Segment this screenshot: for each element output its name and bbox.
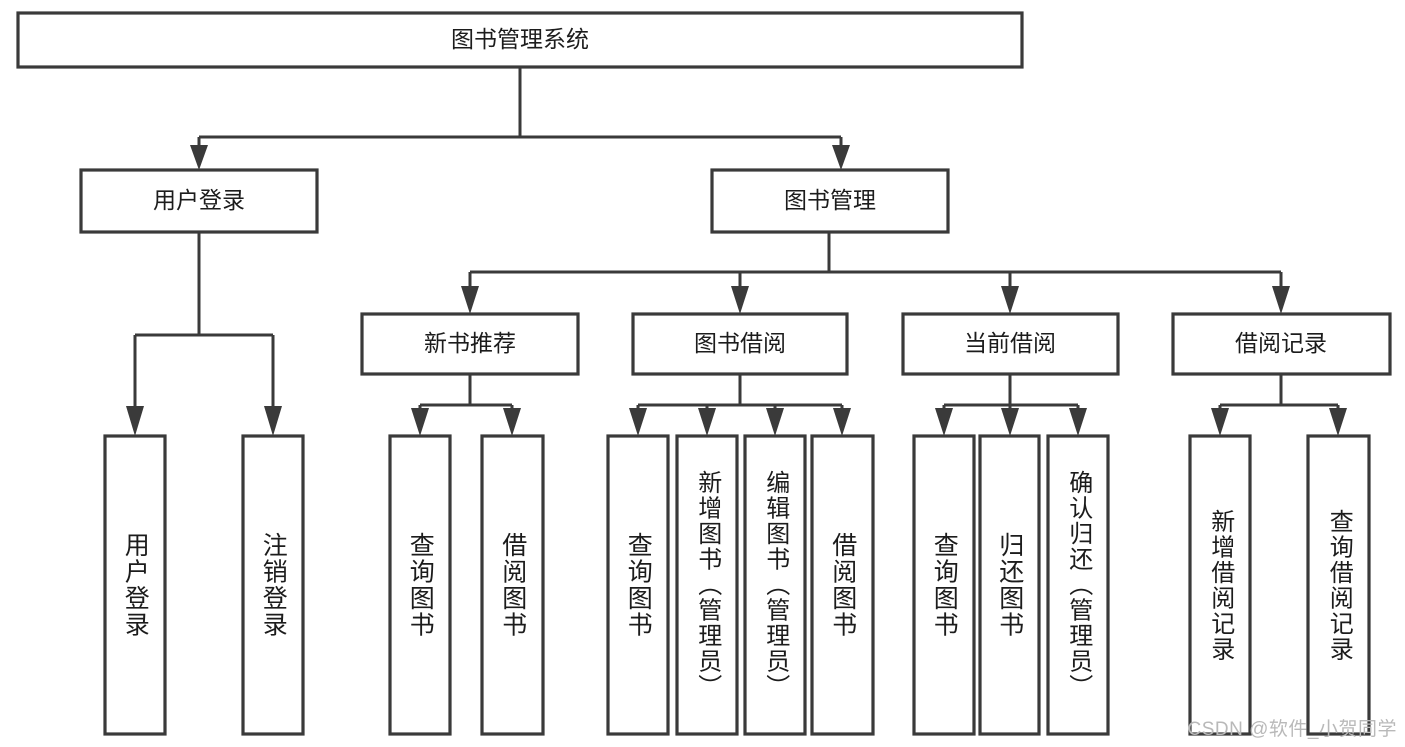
leaf-rect-query-book-3[interactable] — [912, 434, 976, 736]
leaf-rect-user-login[interactable] — [103, 434, 167, 736]
node-current-borrow-label: 当前借阅 — [964, 330, 1056, 356]
watermark: CSDN @软件_小贺同学 — [1187, 719, 1397, 740]
leaf-rect-borrow-book-2[interactable] — [810, 434, 875, 736]
node-book-management-label: 图书管理 — [784, 187, 876, 213]
leaf-rect-query-record[interactable] — [1306, 434, 1371, 736]
connector-newbook-to-leaves — [411, 374, 521, 436]
node-book-borrow[interactable]: 图书借阅 — [631, 312, 849, 376]
connector-bookborrow-to-leaves — [629, 374, 851, 436]
node-user-login-label: 用户登录 — [153, 187, 245, 213]
leaf-rect-confirm-return[interactable] — [1046, 434, 1110, 736]
leaf-rect-query-book-1[interactable] — [388, 434, 452, 736]
node-new-book-recommend-label: 新书推荐 — [424, 330, 516, 356]
connector-userlogin-to-leaves — [126, 232, 282, 436]
leaf-rects — [103, 434, 1371, 736]
connector-bookmgmt-to-level3 — [461, 232, 1290, 314]
connector-borrowrecord-to-leaves — [1211, 374, 1347, 436]
leaf-rect-logout[interactable] — [241, 434, 305, 736]
leaf-rect-borrow-book-1[interactable] — [480, 434, 545, 736]
node-new-book-recommend[interactable]: 新书推荐 — [360, 312, 580, 376]
leaf-rect-query-book-2[interactable] — [606, 434, 670, 736]
leaf-rect-add-record[interactable] — [1188, 434, 1252, 736]
leaf-rect-return-book[interactable] — [978, 434, 1041, 736]
node-book-borrow-label: 图书借阅 — [694, 330, 786, 356]
node-book-management[interactable]: 图书管理 — [710, 168, 950, 234]
node-borrow-record[interactable]: 借阅记录 — [1171, 312, 1392, 376]
node-root[interactable]: 图书管理系统 — [16, 11, 1024, 69]
node-current-borrow[interactable]: 当前借阅 — [901, 312, 1120, 376]
leaf-rect-edit-book[interactable] — [743, 434, 807, 736]
connector-currentborrow-to-leaves — [935, 374, 1087, 436]
node-borrow-record-label: 借阅记录 — [1235, 330, 1327, 356]
node-user-login[interactable]: 用户登录 — [79, 168, 319, 234]
connector-root-to-level2 — [190, 67, 850, 170]
node-root-label: 图书管理系统 — [451, 26, 589, 52]
leaf-rect-add-book[interactable] — [675, 434, 739, 736]
